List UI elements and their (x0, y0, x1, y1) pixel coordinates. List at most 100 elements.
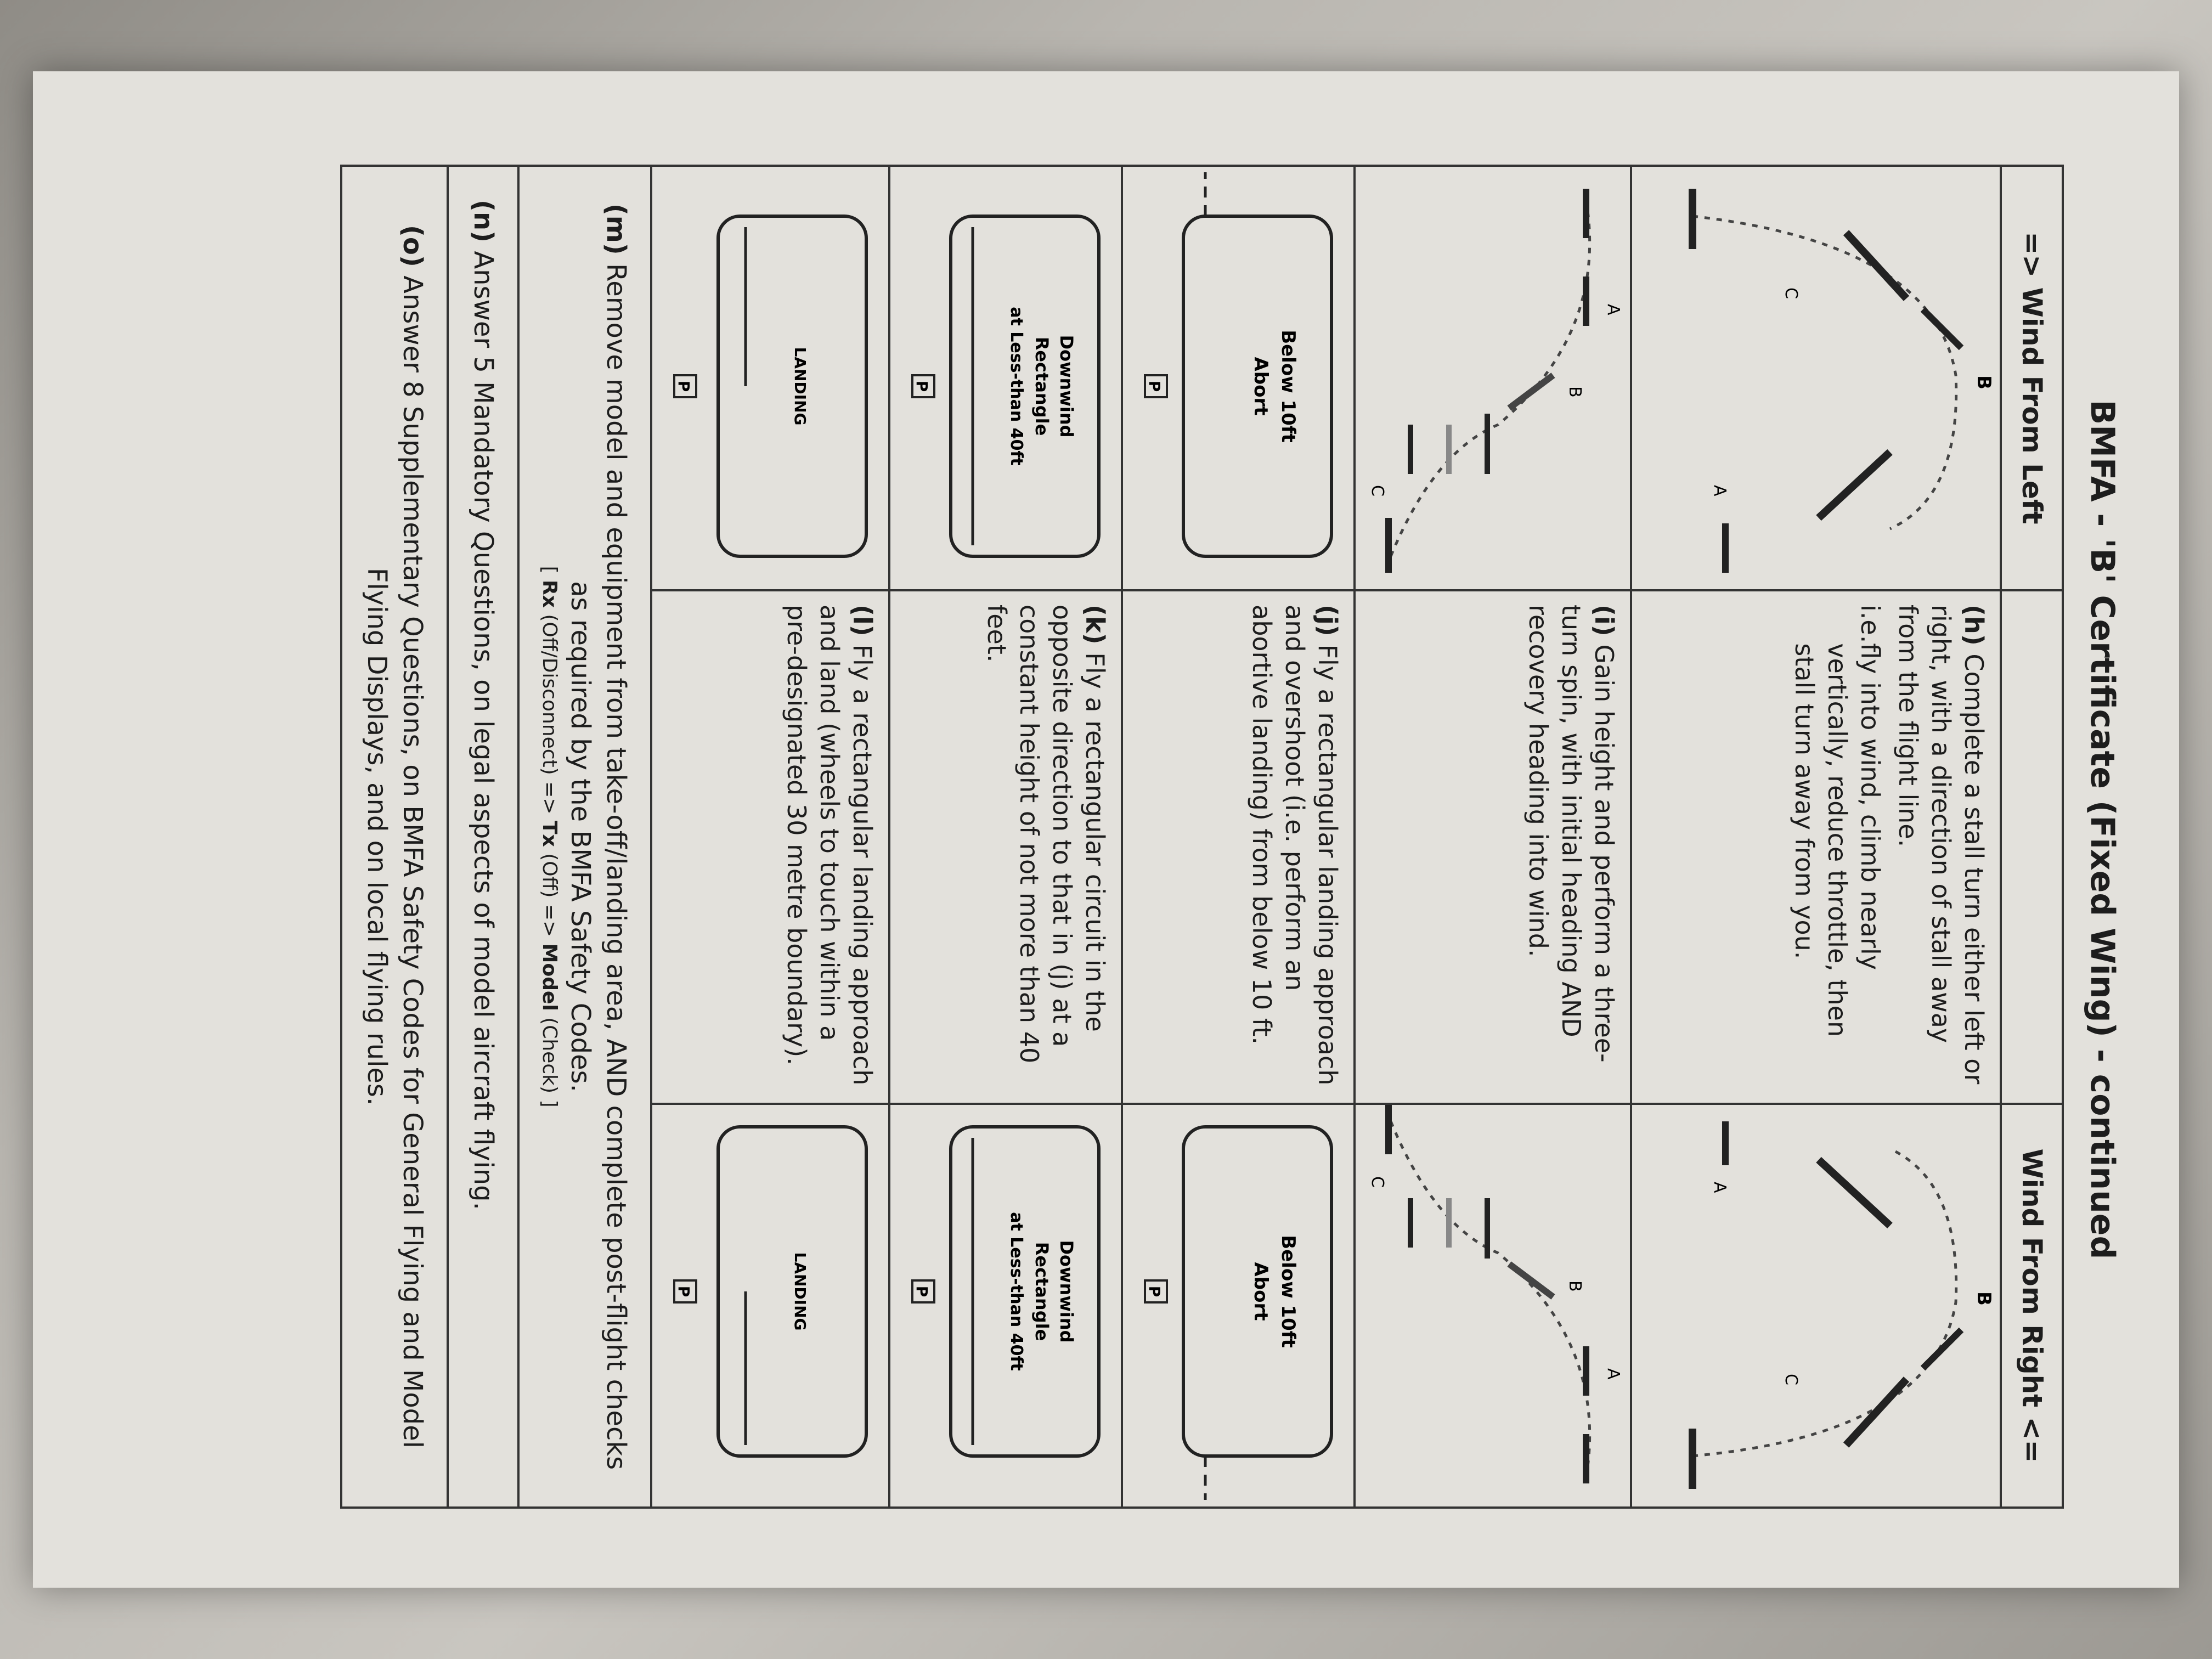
document-page: BMFA - 'B' Certificate (Fixed Wing) - co… (33, 71, 2179, 1588)
table-row-m: (m) Remove model and equipment from take… (519, 167, 652, 1506)
abort-label-2: Abort (1250, 357, 1272, 415)
point-c-label: C (1781, 287, 1801, 299)
abort-diagram-left: Below 10ft Abort P (1123, 167, 1353, 589)
model-label: Model (538, 943, 561, 1011)
rx-note: (Off/Disconnect) => (538, 614, 561, 815)
text-k: Fly a rectangular circuit in the opposit… (981, 605, 1110, 1064)
circuit-right-svg: Downwind Rectangle at Less-than 40ft P (911, 1125, 1101, 1458)
circuit-label-2-right: Rectangle (1031, 1242, 1052, 1341)
spin-left-svg: A B C (1368, 189, 1623, 573)
rx-label: Rx (538, 579, 561, 608)
label-j: (j) (1313, 605, 1342, 636)
point-b-label: B (1973, 375, 1995, 390)
instruction-k: (k) Fly a rectangular circuit in the opp… (890, 589, 1121, 1105)
spin-point-b: B (1565, 386, 1584, 398)
spin-right-svg: A B C (1368, 1105, 1623, 1483)
sub-text-h: fly into wind, climb nearly vertically, … (1790, 643, 1885, 1037)
point-a-label: A (1710, 485, 1729, 496)
instruction-o: (o) Answer 8 Supplementary Questions, on… (342, 167, 447, 1506)
stall-turn-diagram-right: B C A (1632, 1105, 2000, 1506)
landing-right-svg: LANDING P (673, 1125, 868, 1458)
landing-label-right: LANDING (791, 1252, 809, 1330)
header-middle-empty (2002, 589, 2062, 1105)
table-row-k: Downwind Rectangle at Less-than 40ft P (… (890, 167, 1123, 1506)
text-h: Complete a stall turn either left or rig… (1893, 605, 1989, 1085)
page-title: BMFA - 'B' Certificate (Fixed Wing) - co… (2083, 399, 2121, 1260)
instruction-l: (l) Fly a rectangular landing approach a… (652, 589, 888, 1105)
landing-diagram-left: LANDING P (652, 167, 888, 589)
label-h: (h) (1959, 605, 1989, 646)
abort-label-1-right: Below 10ft (1277, 1235, 1299, 1348)
abort-right-svg: Below 10ft Abort P (1144, 1125, 1333, 1500)
text-i: Gain height and perform a three-turn spi… (1523, 605, 1619, 1063)
circuit-diagram-right: Downwind Rectangle at Less-than 40ft P (890, 1105, 1121, 1506)
table-row-h: B C A (h) Complete a stall turn either l… (1632, 167, 2002, 1506)
landing-left-svg: LANDING P (673, 215, 868, 558)
text-l: Fly a rectangular landing approach and l… (782, 605, 877, 1086)
stall-turn-left-svg: B C A (1689, 189, 1995, 573)
stall-turn-diagram-left: B C A (1632, 167, 2000, 589)
table-row-n: (n) Answer 5 Mandatory Questions, on leg… (449, 167, 520, 1506)
m-checks: [ Rx (Off/Disconnect) => Tx (Off) => Mod… (536, 200, 563, 1474)
label-n: (n) (467, 200, 499, 243)
table-row-j: Below 10ft Abort P (j) Fly a rectangular… (1123, 167, 1356, 1506)
circuit-left-svg: Downwind Rectangle at Less-than 40ft P (911, 215, 1101, 558)
instruction-h: (h) Complete a stall turn either left or… (1632, 589, 2000, 1105)
instruction-n: (n) Answer 5 Mandatory Questions, on leg… (449, 167, 517, 1506)
spin-point-b-right: B (1565, 1280, 1584, 1292)
spin-point-a: A (1604, 304, 1623, 315)
spin-point-c: C (1368, 485, 1387, 496)
point-b-label-right: B (1973, 1291, 1995, 1306)
circuit-label-1-right: Downwind (1056, 1240, 1077, 1342)
circuit-label-1: Downwind (1056, 335, 1077, 437)
instruction-m: (m) Remove model and equipment from take… (520, 167, 650, 1506)
circuit-diagram-left: Downwind Rectangle at Less-than 40ft P (890, 167, 1121, 589)
instruction-j: (j) Fly a rectangular landing approach a… (1123, 589, 1353, 1105)
table-row-l: LANDING P (l) Fly a rectangular landing … (652, 167, 890, 1506)
text-o: Answer 8 Supplementary Questions, on BMF… (362, 275, 428, 1449)
tx-note: (Off) => (538, 853, 561, 938)
landing-diagram-right: LANDING P (652, 1105, 888, 1506)
model-note: (Check) ] (538, 1017, 561, 1108)
spin-diagram-right: A B C (1356, 1105, 1630, 1506)
checks-open: [ (538, 566, 561, 574)
abort-left-svg: Below 10ft Abort P (1144, 172, 1333, 558)
label-i: (i) (1589, 605, 1619, 636)
header-wind-left: => Wind From Left (2016, 232, 2048, 524)
table-row-i: A B C (i) Gain height and perform a thre… (1356, 167, 1632, 1506)
tx-label: Tx (538, 820, 561, 847)
pilot-box-j: P (1146, 381, 1164, 392)
table-row-o: (o) Answer 8 Supplementary Questions, on… (342, 167, 449, 1506)
text-j: Fly a rectangular landing approach and o… (1247, 605, 1342, 1086)
label-m: (m) (601, 203, 631, 255)
landing-label: LANDING (791, 347, 809, 425)
spin-point-a-right: A (1604, 1368, 1623, 1380)
label-o: (o) (397, 224, 428, 267)
circuit-label-3-right: at Less-than 40ft (1007, 1212, 1026, 1371)
point-a-label-right: A (1710, 1182, 1729, 1193)
header-wind-right: Wind From Right <= (2016, 1148, 2048, 1463)
point-c-label-right: C (1781, 1374, 1801, 1385)
m-main: (m) Remove model and equipment from take… (562, 200, 634, 1474)
pilot-box-k-right: P (913, 1286, 931, 1297)
label-k: (k) (1080, 605, 1110, 645)
pilot-box-l: P (675, 381, 693, 392)
label-l: (l) (848, 605, 877, 636)
pilot-box-k: P (913, 381, 931, 392)
abort-diagram-right: Below 10ft Abort P (1123, 1105, 1353, 1506)
abort-label-2-right: Abort (1250, 1262, 1272, 1321)
spin-point-c-right: C (1368, 1176, 1387, 1188)
circuit-label-2: Rectangle (1031, 337, 1052, 436)
table-header-row: => Wind From Left Wind From Right <= (2002, 167, 2062, 1506)
circuit-label-3: at Less-than 40ft (1007, 307, 1026, 466)
abort-label-1: Below 10ft (1277, 330, 1299, 443)
pilot-box-l-right: P (675, 1286, 693, 1297)
spin-diagram-left: A B C (1356, 167, 1630, 589)
certificate-table: => Wind From Left Wind From Right <= B (340, 165, 2064, 1509)
text-n: Answer 5 Mandatory Questions, on legal a… (467, 251, 499, 1210)
sub-h: i.e. fly into wind, climb nearly vertica… (1787, 605, 1886, 1090)
stall-turn-right-svg: B C A (1689, 1121, 1995, 1489)
instruction-i: (i) Gain height and perform a three-turn… (1356, 589, 1630, 1105)
text-m: Remove model and equipment from take-off… (565, 263, 631, 1470)
